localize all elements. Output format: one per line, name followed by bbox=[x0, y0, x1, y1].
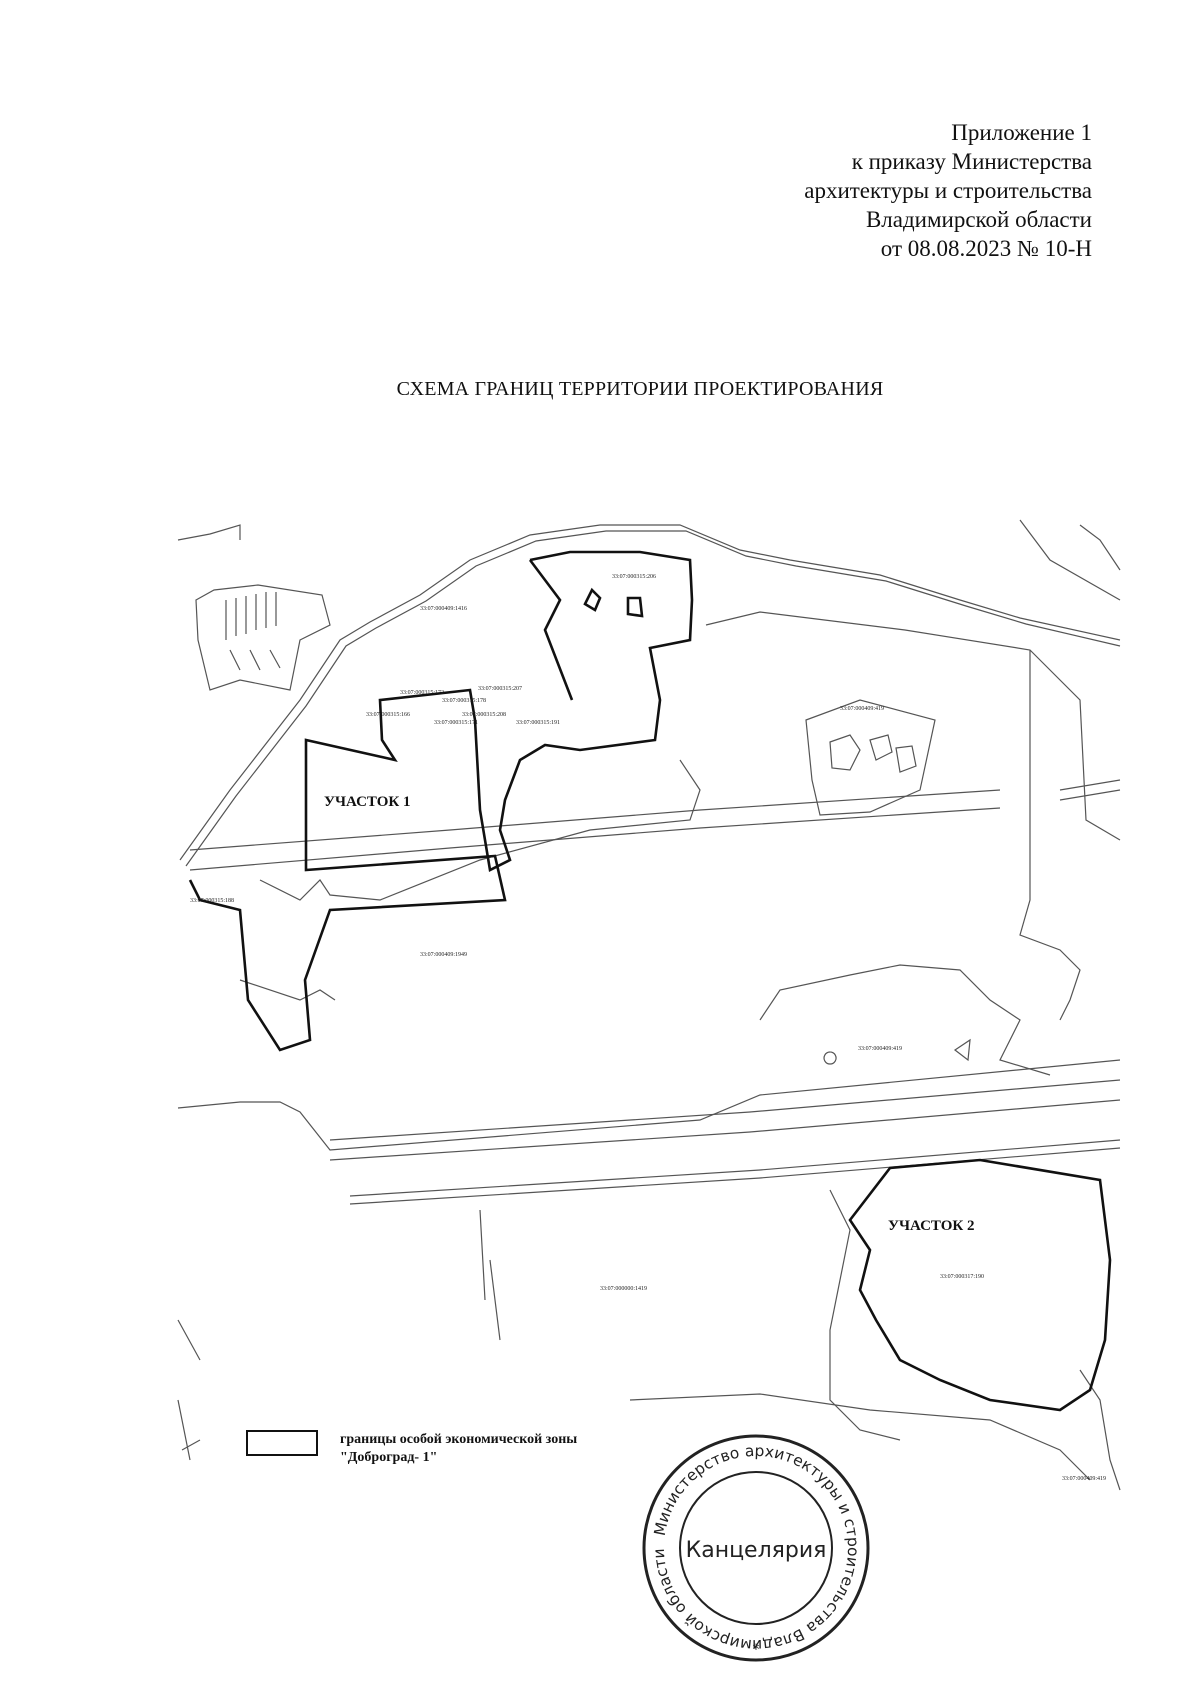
pond-outline bbox=[823, 1051, 837, 1065]
site-2-label: УЧАСТОК 2 bbox=[888, 1218, 975, 1234]
parcel-419-outline bbox=[805, 699, 936, 816]
stamp-center-text: Канцелярия bbox=[686, 1538, 827, 1563]
pond-outline bbox=[829, 734, 861, 771]
parcel-label: 33:07:000409:419 bbox=[1062, 1476, 1106, 1482]
parcel-label: 33:07:000409:419 bbox=[858, 1046, 902, 1052]
parcel-label: 33:07:000315:208 bbox=[462, 712, 506, 718]
parcel-line bbox=[1019, 650, 1081, 1021]
parcel-line bbox=[759, 964, 1051, 1076]
parcel-line bbox=[239, 979, 336, 1001]
parcel-label: 33:07:000409:1949 bbox=[420, 952, 467, 958]
appendix-header: Приложение 1 к приказу Министерства архи… bbox=[804, 118, 1092, 263]
site-1-boundary bbox=[188, 550, 694, 1052]
railway bbox=[329, 1079, 1121, 1141]
parcel-labels: 33:07:000315:206 33:07:000409:1416 33:07… bbox=[190, 574, 1106, 1482]
stamp-inner-ring bbox=[679, 1471, 833, 1625]
legend-swatch bbox=[246, 1430, 318, 1456]
appendix-line-4: Владимирской области bbox=[865, 207, 1092, 232]
legend-line-1: границы особой экономической зоны bbox=[340, 1432, 578, 1447]
parcel-line bbox=[829, 1189, 901, 1441]
site-1-hole bbox=[583, 587, 602, 612]
building-strips bbox=[229, 649, 281, 671]
parcel-line bbox=[177, 1319, 201, 1461]
pond-outline bbox=[869, 734, 893, 761]
building-strips bbox=[225, 592, 277, 640]
railway bbox=[349, 1147, 1121, 1205]
parcel-line bbox=[479, 1209, 501, 1341]
settlement-block bbox=[195, 584, 331, 691]
site-1-boundary bbox=[528, 559, 574, 701]
document-title: СХЕМА ГРАНИЦ ТЕРРИТОРИИ ПРОЕКТИРОВАНИЯ bbox=[396, 378, 884, 400]
parcel-label: 33:07:000315:171 bbox=[434, 720, 478, 726]
cadastral-thin-lines bbox=[177, 519, 1121, 1491]
parcel-label: 33:07:000317:190 bbox=[940, 1274, 984, 1280]
parcel-label: 33:07:000000:1419 bbox=[600, 1286, 647, 1292]
legend-line-2: "Доброград- 1" bbox=[340, 1450, 438, 1465]
parcel-line bbox=[189, 789, 1001, 851]
pond-outline bbox=[953, 1038, 971, 1062]
legend-text: границы особой экономической зоны "Добро… bbox=[340, 1431, 577, 1467]
parcel-line bbox=[177, 524, 241, 541]
parcel-line bbox=[189, 807, 1001, 871]
parcel-label: 33:07:000315:172 bbox=[400, 690, 444, 696]
site-1-label: УЧАСТОК 1 bbox=[324, 794, 411, 810]
parcel-label: 33:07:000315:178 bbox=[442, 698, 486, 704]
parcel-label: 33:07:000315:191 bbox=[516, 720, 560, 726]
appendix-line-2: к приказу Министерства bbox=[851, 149, 1092, 174]
railway bbox=[329, 1099, 1121, 1161]
parcel-label: 33:07:000409:419 bbox=[840, 706, 884, 712]
stamp-outer-ring bbox=[642, 1434, 870, 1662]
office-stamp: Министерство архитектуры и строительства… bbox=[642, 1434, 870, 1662]
appendix-line-3: архитектуры и строительства bbox=[804, 178, 1092, 203]
parcel-line bbox=[1079, 524, 1121, 571]
parcel-label: 33:07:000315:207 bbox=[478, 686, 522, 692]
sez-boundaries bbox=[188, 550, 1112, 1412]
parcel-label: 33:07:000315:188 bbox=[190, 898, 234, 904]
site-1-hole bbox=[626, 596, 644, 618]
parcel-label: 33:07:000409:1416 bbox=[420, 606, 467, 612]
road bbox=[179, 524, 1121, 861]
parcel-line bbox=[1079, 1369, 1121, 1491]
stamp-star: * bbox=[753, 1642, 760, 1658]
parcel-line bbox=[629, 1393, 1091, 1481]
road bbox=[185, 530, 1121, 867]
parcel-line bbox=[1059, 779, 1121, 801]
railway bbox=[177, 1059, 1121, 1151]
appendix-line-5: от 08.08.2023 № 10-Н bbox=[880, 236, 1092, 261]
parcel-label: 33:07:000315:166 bbox=[366, 712, 410, 718]
parcel-line bbox=[259, 759, 701, 901]
parcel-line bbox=[1019, 519, 1121, 601]
appendix-line-1: Приложение 1 bbox=[951, 120, 1092, 145]
railway bbox=[349, 1139, 1121, 1197]
parcel-label: 33:07:000315:206 bbox=[612, 574, 656, 580]
site-2-boundary bbox=[848, 1158, 1112, 1412]
pond-outline bbox=[895, 745, 917, 773]
